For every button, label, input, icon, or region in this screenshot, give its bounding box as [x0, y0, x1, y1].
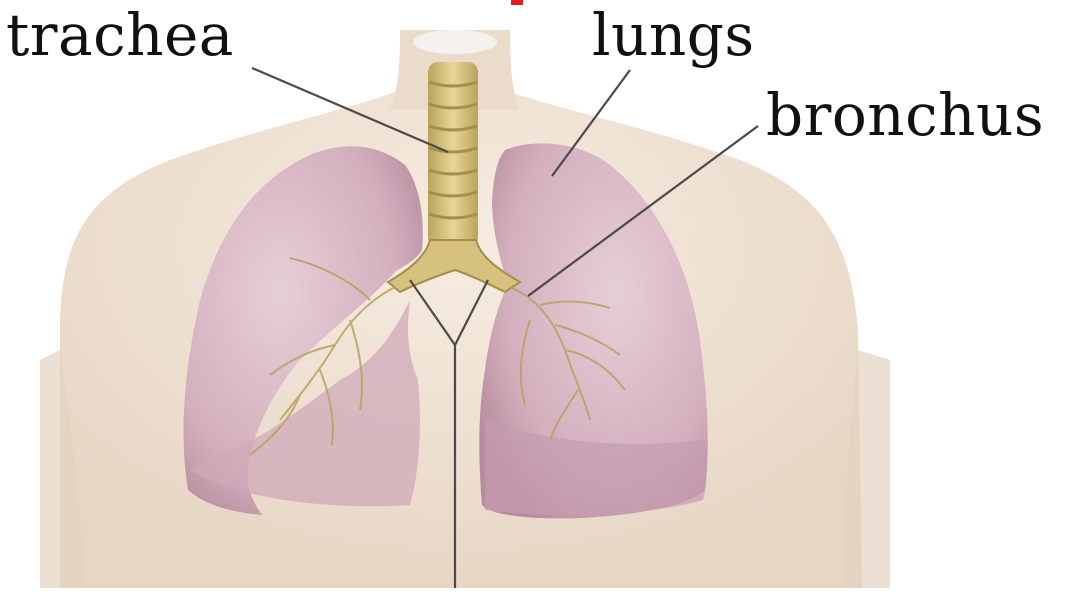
neck-top	[413, 30, 497, 54]
label-bronchus: bronchus	[766, 86, 1044, 144]
label-lungs: lungs	[592, 6, 755, 64]
top-red-mark	[511, 0, 523, 5]
label-trachea: trachea	[6, 6, 234, 64]
